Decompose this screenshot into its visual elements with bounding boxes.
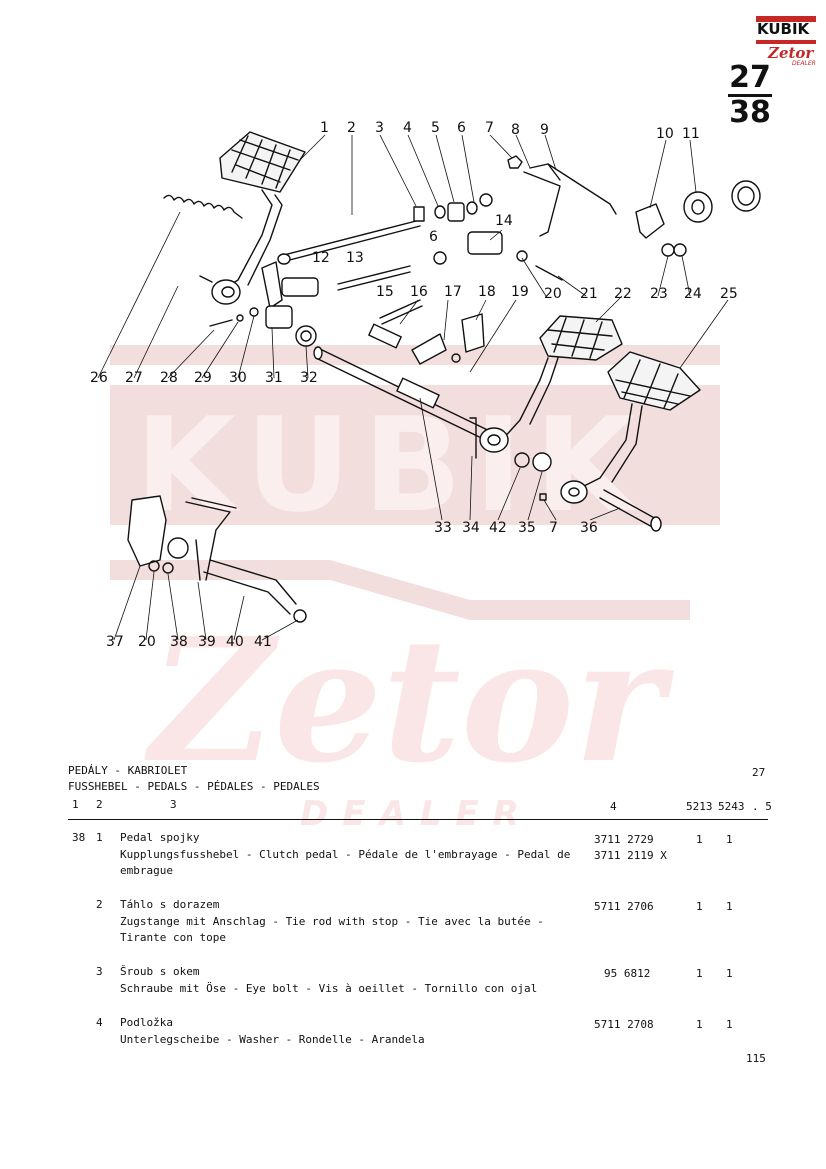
callout-18: 18 [478,284,496,300]
part-number: 3711 2729 [594,833,654,846]
callout-8: 8 [511,122,520,138]
column-header-3: 3 [170,798,177,811]
part-group: 38 [72,831,86,844]
callout-3: 3 [375,120,384,136]
callout-32: 32 [300,370,318,386]
part-description-cont: Tirante con tope [120,931,226,944]
brake-pedal-part [479,315,623,453]
part-description: Schraube mit Öse - Eye bolt - Vis à oeil… [120,982,538,995]
callout-29: 29 [194,370,212,386]
brake-pedal-right-part [560,351,701,504]
part-description-cont: embrague [120,864,173,877]
callout-7: 7 [485,120,494,136]
part-name: Táhlo s dorazem [120,898,220,911]
callout-20b: 20 [138,634,156,650]
callout-31: 31 [265,370,283,386]
part-number-alt: 3711 2119 X [594,849,667,862]
page-ref-numerator: 27 [729,60,771,95]
part-number: 5711 2708 [594,1018,654,1031]
part-position: 1 [96,831,103,844]
callout-35: 35 [518,520,536,536]
part-qty-5243: 1 [726,967,733,980]
callout-21: 21 [580,286,598,302]
callout-12: 12 [312,250,330,266]
column-header-1: 1 [72,798,79,811]
callout-17: 17 [444,284,462,300]
part-position: 2 [96,898,103,911]
callout-34: 34 [462,520,480,536]
callout-42: 42 [489,520,507,536]
callout-2: 2 [347,120,356,136]
part-position: 3 [96,965,103,978]
part-description: Unterlegscheibe - Washer - Rondelle - Ar… [120,1033,425,1046]
callout-39: 39 [198,634,216,650]
section-page-number: 27 [752,766,766,779]
callout-20: 20 [544,286,562,302]
callout-38: 38 [170,634,188,650]
part-number: 5711 2706 [594,900,654,913]
column-header-4: 4 [610,800,617,813]
pedal-exploded-diagram [97,131,761,641]
callout-14: 14 [495,213,513,229]
page-ref-denominator: 38 [729,95,771,130]
part-qty-5213: 1 [696,967,703,980]
logo-dealer-text: DEALER [792,60,816,67]
callout-40: 40 [226,634,244,650]
part-qty-5213: 1 [696,1018,703,1031]
callout-25: 25 [720,286,738,302]
part-name: Pedal spojky [120,831,200,844]
callout-23: 23 [650,286,668,302]
callout-7b: 7 [549,520,558,536]
callout-37: 37 [106,634,124,650]
callout-9: 9 [540,122,549,138]
callout-33: 33 [434,520,452,536]
callout-28: 28 [160,370,178,386]
column-header-extra: . 5 [752,800,772,813]
part-name: Šroub s okem [120,965,200,978]
watermark-dealer-text: DEALER [300,794,533,834]
callout-30: 30 [229,370,247,386]
callout-36: 36 [580,520,598,536]
kubik-zetor-logo: KUBIK Zetor DEALER [756,14,816,74]
part-description: Kupplungsfusshebel - Clutch pedal - Péda… [120,848,571,861]
part-qty-5213: 1 [696,833,703,846]
callout-41: 41 [254,634,272,650]
callout-22: 22 [614,286,632,302]
part-position: 4 [96,1016,103,1029]
page-reference: 27 38 [728,62,772,129]
callout-6: 6 [457,120,466,136]
section-title-multilingual: FUSSHEBEL - PEDALS - PÉDALES - PEDALES [68,780,320,793]
part-qty-5243: 1 [726,833,733,846]
part-number: 95 6812 [604,967,651,980]
callout-11: 11 [682,126,700,142]
clutch-pedal-part [199,131,306,305]
callout-4: 4 [403,120,412,136]
part-qty-5243: 1 [726,1018,733,1031]
callout-19: 19 [511,284,529,300]
logo-kubik-text: KUBIK [757,20,810,38]
part-description: Zugstange mit Anschlag - Tie rod with st… [120,915,544,928]
callout-5: 5 [431,120,440,136]
callout-24: 24 [684,286,702,302]
callout-15: 15 [376,284,394,300]
part-qty-5243: 1 [726,900,733,913]
callout-27: 27 [125,370,143,386]
column-header-2: 2 [96,798,103,811]
header-rule [68,819,768,820]
callout-26: 26 [90,370,108,386]
callout-1: 1 [320,120,329,136]
callout-13: 13 [346,250,364,266]
logo-zetor-text: Zetor [768,44,814,62]
section-title-cz: PEDÁLY - KABRIOLET [68,764,188,777]
callout-16: 16 [410,284,428,300]
page-number: 115 [746,1052,766,1065]
callout-6b: 6 [429,229,438,245]
part-qty-5213: 1 [696,900,703,913]
column-header-5213: 5213 [686,800,713,813]
callout-10: 10 [656,126,674,142]
part-name: Podložka [120,1016,173,1029]
column-header-5243: 5243 [718,800,745,813]
